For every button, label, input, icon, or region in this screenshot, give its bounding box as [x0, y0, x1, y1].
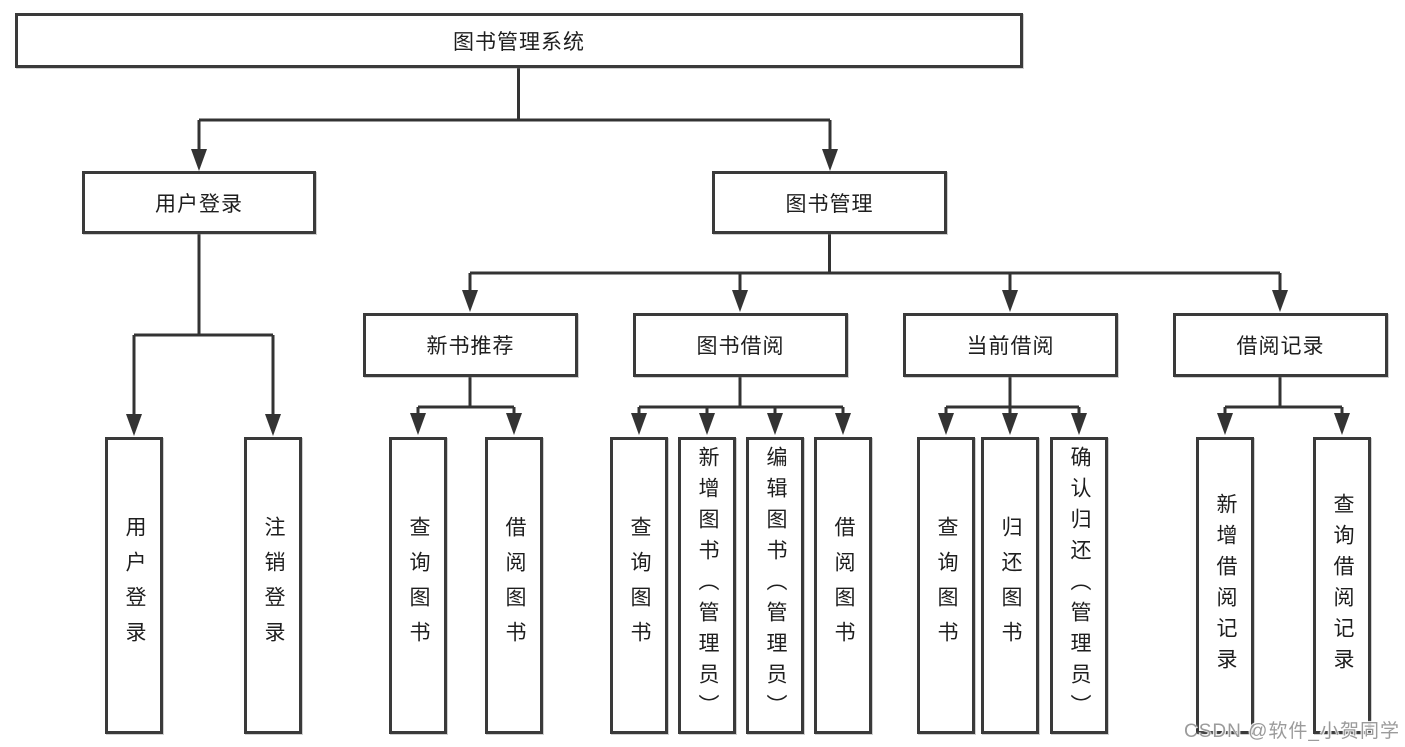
node-label: 图书管理系统	[453, 30, 585, 54]
leaf-query-borrow-record: 查询借阅记录	[1313, 437, 1371, 734]
node-current-borrow: 当前借阅	[903, 313, 1118, 377]
node-label: 借阅图书	[503, 515, 527, 656]
leaf-add-books-admin: 新增图书（管理员）	[678, 437, 736, 734]
node-label: 图书管理	[785, 192, 874, 216]
node-label: 注销登录	[262, 515, 286, 656]
node-label: 归还图书	[999, 515, 1023, 656]
leaf-confirm-return-admin: 确认归还（管理员）	[1050, 437, 1108, 734]
node-borrow-records: 借阅记录	[1173, 313, 1388, 377]
node-label: 编辑图书（管理员）	[764, 446, 788, 725]
leaf-return-books: 归还图书	[981, 437, 1039, 734]
leaf-user-login: 用户登录	[105, 437, 163, 734]
edges-user-login	[126, 234, 281, 436]
leaf-query-books: 查询图书	[610, 437, 668, 734]
node-label: 用户登录	[155, 192, 243, 216]
node-new-book-recommend: 新书推荐	[363, 313, 578, 377]
node-label: 确认归还（管理员）	[1068, 446, 1092, 725]
node-label: 查询图书	[935, 515, 959, 656]
leaf-borrow-books: 借阅图书	[814, 437, 872, 734]
node-book-management: 图书管理	[712, 171, 947, 234]
edges-book-management	[462, 234, 1288, 312]
node-label: 当前借阅	[966, 335, 1055, 358]
edges-new-book-recommend	[410, 377, 522, 435]
node-user-login: 用户登录	[82, 171, 316, 234]
edges-borrow-records	[1217, 377, 1350, 435]
node-book-borrow: 图书借阅	[633, 313, 848, 377]
node-label: 新增图书（管理员）	[696, 446, 720, 725]
node-label: 查询图书	[628, 515, 652, 656]
leaf-borrow-books: 借阅图书	[485, 437, 543, 734]
edges-current-borrow	[938, 377, 1087, 435]
leaf-edit-books-admin: 编辑图书（管理员）	[746, 437, 804, 734]
node-label: 用户登录	[123, 515, 147, 656]
leaf-query-books: 查询图书	[389, 437, 447, 734]
node-label: 新书推荐	[426, 335, 515, 358]
leaf-logout: 注销登录	[244, 437, 302, 734]
csdn-watermark: CSDN @软件_小贺同学	[1184, 721, 1400, 742]
node-label: 借阅记录	[1236, 335, 1325, 358]
edges-root	[191, 68, 838, 171]
leaf-query-books: 查询图书	[917, 437, 975, 734]
node-label: 借阅图书	[832, 515, 856, 656]
node-root-library-system: 图书管理系统	[15, 13, 1023, 68]
leaf-add-borrow-record: 新增借阅记录	[1196, 437, 1254, 734]
node-label: 图书借阅	[696, 335, 785, 358]
node-label: 查询借阅记录	[1331, 492, 1355, 679]
node-label: 查询图书	[407, 515, 431, 656]
edges-book-borrow	[631, 377, 851, 435]
node-label: 新增借阅记录	[1214, 492, 1238, 679]
